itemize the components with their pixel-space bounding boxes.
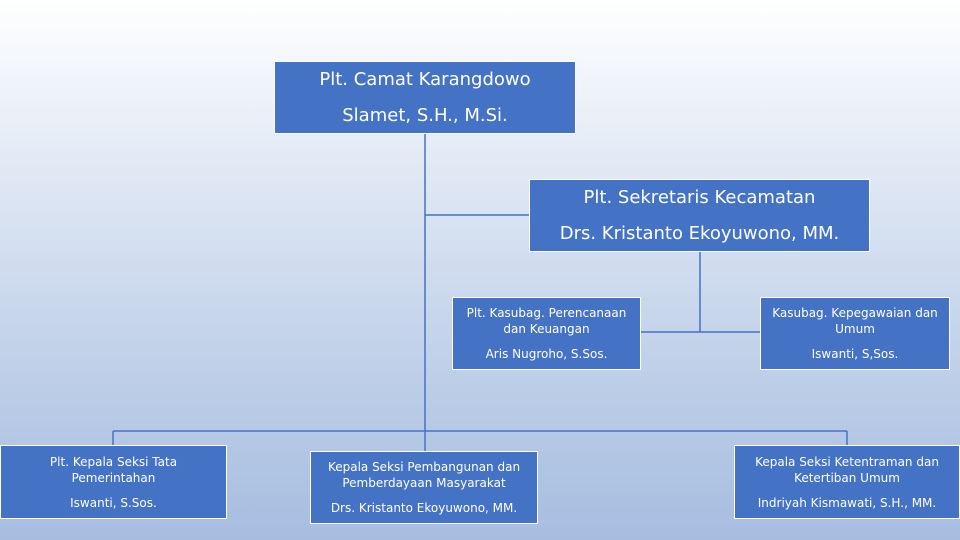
camat-name: Slamet, S.H., M.Si. xyxy=(342,104,508,126)
camat-box: Plt. Camat Karangdowo Slamet, S.H., M.Si… xyxy=(274,61,576,134)
perencanaan-name: Aris Nugroho, S.Sos. xyxy=(485,347,608,361)
pembangunan-name: Drs. Kristanto Ekoyuwono, MM. xyxy=(330,501,518,515)
pemerintahan-name: Iswanti, S.Sos. xyxy=(70,495,157,510)
perencanaan-title: Plt. Kasubag. Perencanaan dan Keuangan xyxy=(466,306,627,336)
kepegawaian-name: Iswanti, S,Sos. xyxy=(811,347,899,361)
kepegawaian-title: Kasubag. Kepegawaian dan Umum xyxy=(772,306,938,336)
pemerintahan-title: Plt. Kepala Seksi Tata Pemerintahan xyxy=(49,454,178,485)
sekretaris-box: Plt. Sekretaris Kecamatan Drs. Kristanto… xyxy=(529,179,870,252)
pembangunan-box: Kepala Seksi Pembangunan dan Pemberdayaa… xyxy=(310,451,538,524)
camat-title: Plt. Camat Karangdowo xyxy=(319,68,531,90)
sekretaris-name: Drs. Kristanto Ekoyuwono, MM. xyxy=(559,222,840,244)
ketentraman-box: Kepala Seksi Ketentraman dan Ketertiban … xyxy=(734,445,960,519)
pembangunan-title: Kepala Seksi Pembangunan dan Pemberdayaa… xyxy=(327,460,521,490)
pemerintahan-box: Plt. Kepala Seksi Tata Pemerintahan Iswa… xyxy=(0,445,227,519)
ketentraman-name: Indriyah Kismawati, S.H., MM. xyxy=(757,495,937,510)
kepegawaian-box: Kasubag. Kepegawaian dan Umum Iswanti, S… xyxy=(760,297,950,370)
perencanaan-box: Plt. Kasubag. Perencanaan dan Keuangan A… xyxy=(452,297,641,370)
ketentraman-title: Kepala Seksi Ketentraman dan Ketertiban … xyxy=(755,454,939,485)
sekretaris-title: Plt. Sekretaris Kecamatan xyxy=(583,186,816,208)
